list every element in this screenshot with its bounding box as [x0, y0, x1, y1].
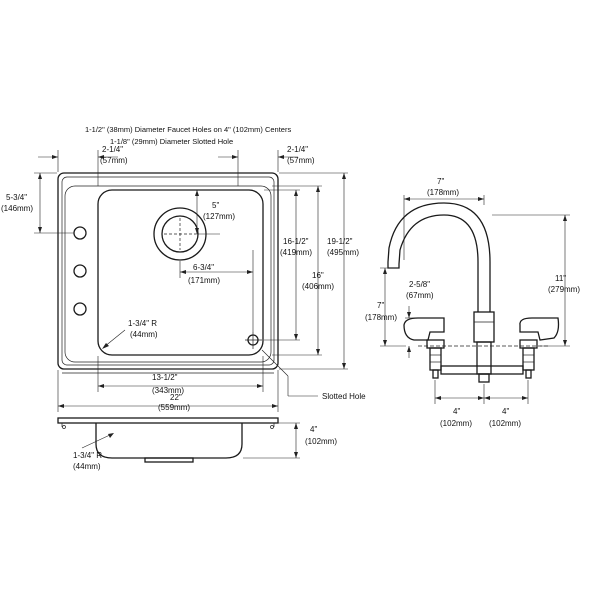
svg-text:6-3/4": 6-3/4" [193, 263, 214, 272]
dim-overall-depth: 19-1/2" (495mm) [279, 172, 359, 370]
dim-handle-height: 2-5/8" (67mm) [405, 280, 434, 358]
dim-bowl-inner-depth: 16" (406mm) [272, 185, 334, 356]
dim-drain-to-side: 6-3/4" (171mm) [179, 250, 254, 332]
svg-text:1-3/4" R: 1-3/4" R [128, 319, 157, 328]
slotted-hole-note: 1-1/8" (29mm) Diameter Slotted Hole [110, 137, 233, 146]
svg-text:19-1/2": 19-1/2" [327, 237, 353, 246]
dim-right-offset: 2-1/4" (57mm) [218, 145, 315, 186]
svg-text:2-1/4": 2-1/4" [102, 145, 123, 154]
svg-text:16-1/2": 16-1/2" [283, 237, 309, 246]
svg-text:(57mm): (57mm) [100, 156, 128, 165]
sink-side-view [57, 417, 279, 463]
svg-text:(44mm): (44mm) [130, 330, 158, 339]
svg-text:(102mm): (102mm) [489, 419, 521, 428]
dim-right-center: 4" (102mm) [484, 380, 529, 428]
svg-text:(178mm): (178mm) [365, 313, 397, 322]
dim-left-offset: 2-1/4" (57mm) [38, 145, 128, 186]
dim-bowl-width: 13-1/2" (343mm) [97, 356, 264, 395]
faucet-hole [73, 302, 87, 316]
slotted-hole [245, 332, 262, 349]
svg-text:4": 4" [502, 407, 509, 416]
svg-text:22": 22" [170, 393, 182, 402]
svg-text:(127mm): (127mm) [203, 212, 235, 221]
dim-spout-height: 7" (178mm) [365, 267, 406, 347]
svg-text:(419mm): (419mm) [280, 248, 312, 257]
dim-side-depth: 5-3/4" (146mm) [1, 172, 74, 234]
dim-left-center: 4" (102mm) [434, 380, 485, 428]
svg-text:(146mm): (146mm) [1, 204, 33, 213]
svg-text:5-3/4": 5-3/4" [6, 193, 27, 202]
dim-drain-to-back: 5" (127mm) [195, 189, 235, 235]
svg-text:4": 4" [310, 425, 317, 434]
svg-text:Slotted Hole: Slotted Hole [322, 392, 366, 401]
svg-text:2-5/8": 2-5/8" [409, 280, 430, 289]
svg-text:(57mm): (57mm) [287, 156, 315, 165]
dim-side-corner-radius: 1-3/4" R (44mm) [73, 433, 114, 471]
svg-text:(559mm): (559mm) [158, 403, 190, 412]
svg-text:(343mm): (343mm) [152, 386, 184, 395]
svg-text:7": 7" [377, 301, 384, 310]
svg-text:(102mm): (102mm) [440, 419, 472, 428]
dim-corner-radius: 1-3/4" R (44mm) [102, 319, 158, 349]
svg-text:(495mm): (495mm) [327, 248, 359, 257]
faucet-elevation [387, 202, 560, 383]
dim-overall-height: 11" (279mm) [492, 214, 580, 347]
svg-text:(279mm): (279mm) [548, 285, 580, 294]
svg-text:(67mm): (67mm) [406, 291, 434, 300]
svg-text:11": 11" [555, 274, 566, 283]
faucet-hole [73, 264, 87, 278]
svg-text:(406mm): (406mm) [302, 282, 334, 291]
svg-text:4": 4" [453, 407, 460, 416]
dim-overall-width: 22" (559mm) [57, 370, 279, 412]
slotted-hole-callout: Slotted Hole [261, 349, 366, 401]
svg-text:2-1/4": 2-1/4" [287, 145, 308, 154]
dim-side-bowl-depth: 4" (102mm) [243, 422, 337, 459]
faucet-holes-note: 1-1/2" (38mm) Diameter Faucet Holes on 4… [85, 125, 291, 134]
svg-text:(102mm): (102mm) [305, 437, 337, 446]
faucet-hole [73, 226, 87, 240]
svg-text:13-1/2": 13-1/2" [152, 373, 178, 382]
svg-text:5": 5" [212, 201, 219, 210]
svg-text:(178mm): (178mm) [427, 188, 459, 197]
sink-top-view [57, 172, 279, 374]
dim-bowl-depth: 16-1/2" (419mm) [264, 189, 312, 341]
svg-text:1-3/4" R: 1-3/4" R [73, 451, 102, 460]
svg-text:7": 7" [437, 177, 444, 186]
svg-text:(44mm): (44mm) [73, 462, 101, 471]
svg-text:16": 16" [312, 271, 324, 280]
dim-spout-reach: 7" (178mm) [403, 177, 485, 260]
svg-text:(171mm): (171mm) [188, 276, 220, 285]
